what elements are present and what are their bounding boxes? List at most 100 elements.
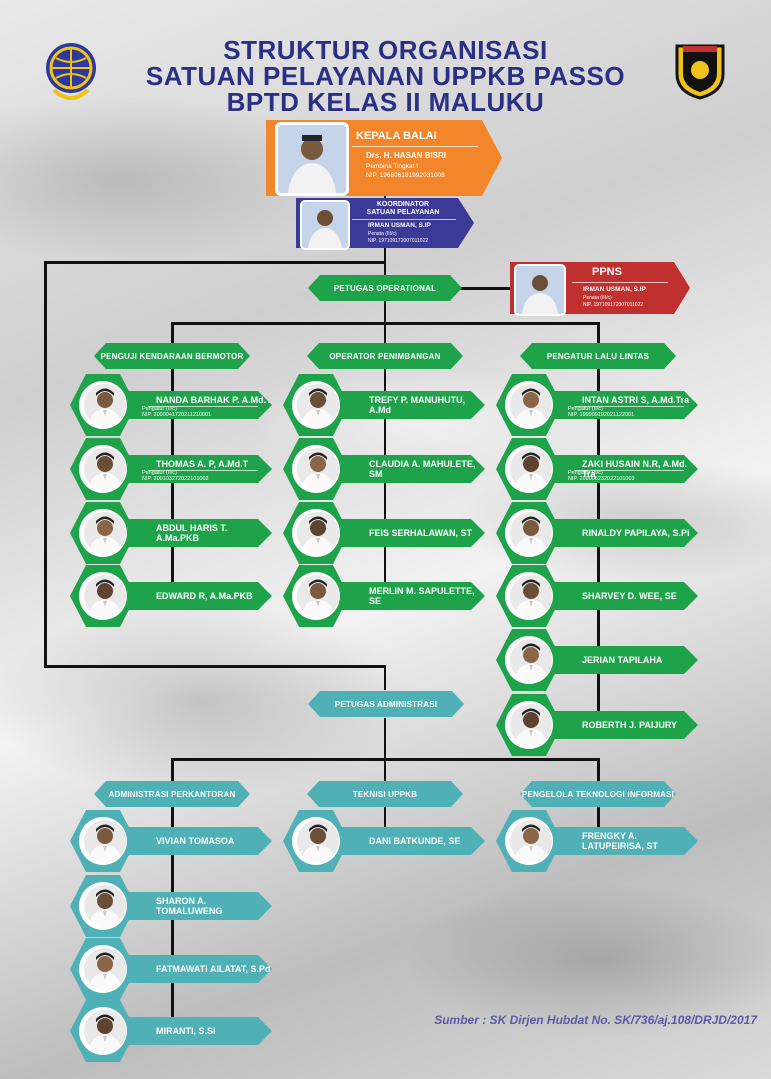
staff-nip: NIP. 200103272022101002 xyxy=(142,476,209,482)
person-photo-icon xyxy=(84,384,126,426)
connector-line xyxy=(44,261,385,264)
person-photo-icon xyxy=(510,704,552,746)
person-photo-icon xyxy=(84,948,126,990)
person-photo-icon xyxy=(510,639,552,681)
source-note: Sumber : SK Dirjen Hubdat No. SK/736/aj.… xyxy=(434,1013,757,1027)
staff-name: THOMAS A. P, A.Md.T xyxy=(156,459,249,469)
connector-line xyxy=(384,718,386,760)
staff-name: CLAUDIA A. MAHULETE, SM xyxy=(369,459,476,479)
dishub-shield-logo-icon xyxy=(673,42,727,100)
staff-name: RINALDY PAPILAYA, S.Pi xyxy=(582,528,690,538)
head-role: KEPALA BALAI xyxy=(356,130,437,142)
group-pill-administrasi: ADMINISTRASI PERKANTORAN xyxy=(94,781,250,807)
ministry-logo-icon xyxy=(44,36,98,108)
title-line-1: STRUKTUR ORGANISASI xyxy=(223,35,548,65)
person-photo-icon xyxy=(297,575,339,617)
person-photo-icon xyxy=(84,448,126,490)
connector-line xyxy=(171,322,174,346)
coordinator-role-line2: SATUAN PELAYANAN xyxy=(366,209,440,216)
group-pill-pengatur: PENGATUR LALU LINTAS xyxy=(520,343,676,369)
coordinator-name: IRMAN USMAN, S.IP xyxy=(368,222,431,229)
group-pill-penguji: PENGUJI KENDARAAN BERMOTOR xyxy=(94,343,250,369)
connector-line xyxy=(597,758,600,782)
staff-name: NANDA BARHAK P. A.Md.T xyxy=(156,395,272,405)
connector-line xyxy=(384,665,386,690)
divider xyxy=(574,470,684,471)
divider xyxy=(148,406,258,407)
divider xyxy=(574,406,684,407)
person-photo-icon xyxy=(84,575,126,617)
ppns-photo xyxy=(514,264,566,316)
head-rank: Pembina Tingkat I xyxy=(366,163,419,170)
divider xyxy=(572,282,668,283)
ppns-nip: NIP. 197109172007011022 xyxy=(583,302,644,308)
group-pill-teknisi: TEKNISI UPPKB xyxy=(307,781,463,807)
staff-name: ABDUL HARIS T. A.Ma.PKB xyxy=(156,523,228,543)
staff-nip: NIP. 199909192021122001 xyxy=(568,412,635,418)
title-line-2: SATUAN PELAYANAN UPPKB PASSO xyxy=(145,61,626,91)
head-photo xyxy=(275,122,349,196)
connector-line xyxy=(384,322,386,346)
head-name: Drs. H. HASAN BISRI xyxy=(366,151,447,160)
person-photo-icon xyxy=(297,448,339,490)
connector-line xyxy=(44,665,385,668)
divider xyxy=(352,219,456,220)
person-photo-icon xyxy=(297,820,339,862)
staff-name: INTAN ASTRI S, A.Md.Tra xyxy=(582,395,690,405)
staff-name: DANI BATKUNDE, SE xyxy=(369,836,461,846)
staff-name: MERLIN M. SAPULETTE, SE xyxy=(369,586,475,606)
person-photo-icon xyxy=(297,512,339,554)
administration-label: PETUGAS ADMINISTRASI xyxy=(308,691,464,717)
staff-nip: NIP. 2000041720211210001 xyxy=(142,412,212,418)
group-pill-pengelola: PENGELOLA TEKNOLOGI INFORMASI xyxy=(520,781,676,807)
person-photo-icon xyxy=(510,512,552,554)
staff-rank: Pengatur (II/c) xyxy=(142,470,177,476)
title-line-3: BPTD KELAS II MALUKU xyxy=(226,87,545,117)
staff-nip: NIP. 200006232022101003 xyxy=(568,476,635,482)
person-photo-icon xyxy=(84,512,126,554)
connector-line xyxy=(384,247,386,275)
staff-name: MIRANTI, S.Si xyxy=(156,1026,216,1036)
group-pill-operator: OPERATOR PENIMBANGAN xyxy=(307,343,463,369)
coordinator-rank: Penata (III/c) xyxy=(368,231,397,237)
person-photo-icon xyxy=(297,384,339,426)
staff-name: FATMAWATI AILATAT, S.Pd xyxy=(156,964,271,974)
person-photo-icon xyxy=(84,1010,126,1052)
staff-name: EDWARD R, A.Ma.PKB xyxy=(156,591,253,601)
coordinator-role: KOORDINATOR SATUAN PELAYANAN xyxy=(350,201,456,217)
staff-name: FRENGKY A. LATUPEIRISA, ST xyxy=(582,831,658,851)
connector-line xyxy=(384,301,386,323)
staff-name: ROBERTH J. PAIJURY xyxy=(582,720,678,730)
head-nip: NIP. 196806181992031008 xyxy=(366,172,445,179)
staff-rank: Pengatur (II/c) xyxy=(568,406,603,412)
staff-name: JERIAN TAPILAHA xyxy=(582,655,663,665)
staff-name: FEIS SERHALAWAN, ST xyxy=(369,528,473,538)
ppns-name: IRMAN USMAN, S.IP xyxy=(583,286,646,293)
connector-line xyxy=(384,758,386,782)
coordinator-role-line1: KOORDINATOR xyxy=(376,201,430,208)
connector-line xyxy=(597,806,600,842)
person-photo-icon xyxy=(84,885,126,927)
divider xyxy=(352,146,478,147)
staff-name: VIVIAN TOMASOA xyxy=(156,836,235,846)
ppns-role: PPNS xyxy=(592,266,622,278)
connector-line xyxy=(597,322,600,346)
staff-name: ZAKI HUSAIN N.R, A.Md. Tra xyxy=(582,459,688,479)
person-photo-icon xyxy=(510,448,552,490)
divider xyxy=(148,470,258,471)
operational-label: PETUGAS OPERATIONAL xyxy=(308,275,462,301)
person-photo-icon xyxy=(510,820,552,862)
person-photo-icon xyxy=(510,384,552,426)
connector-line xyxy=(171,758,174,782)
connector-line xyxy=(460,287,520,290)
connector-line xyxy=(44,261,47,668)
coordinator-nip: NIP. 197109172007011022 xyxy=(368,238,429,244)
ppns-rank: Penata (III/c) xyxy=(583,295,612,301)
person-photo-icon xyxy=(84,820,126,862)
staff-name: TREFY P. MANUHUTU, A.Md xyxy=(369,395,466,415)
coordinator-photo xyxy=(300,200,350,250)
connector-line xyxy=(384,806,386,842)
staff-rank: Pengatur (II/c) xyxy=(568,470,603,476)
staff-name: SHARON A. TOMALUWENG xyxy=(156,896,223,916)
connector-line xyxy=(597,367,600,727)
